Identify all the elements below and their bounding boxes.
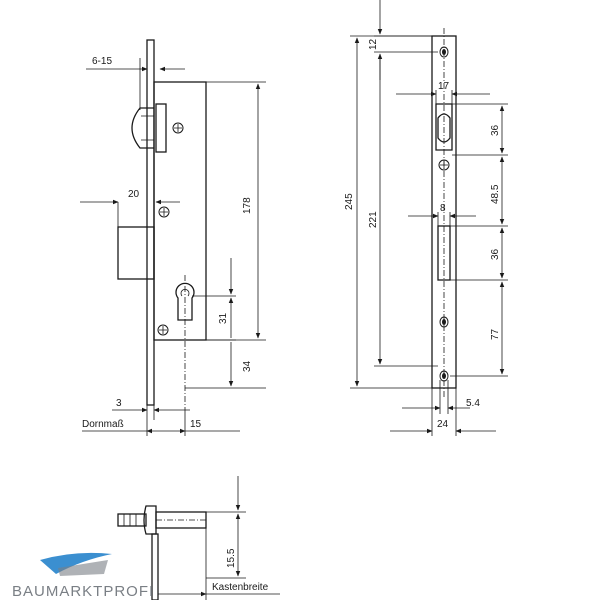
deadbolt (117, 226, 155, 280)
mounting-hole-icon (439, 370, 449, 382)
dim-77: 77 (490, 328, 501, 340)
dim-17: 17 (438, 81, 450, 92)
dim-8: 8 (440, 203, 446, 214)
dim-20: 20 (128, 189, 140, 200)
dim-6-15: 6-15 (92, 56, 112, 67)
support-plate (151, 533, 159, 600)
dim-36-top: 36 (490, 124, 501, 136)
screw-icon (438, 159, 450, 171)
dim-31: 31 (218, 312, 229, 324)
label-kastenbreite: Kastenbreite (212, 582, 269, 593)
dim-15: 15 (190, 419, 202, 430)
deadbolt-slot (437, 225, 451, 281)
cylinder-hole (175, 282, 195, 321)
label-dornmass: Dornmaß (82, 419, 124, 430)
faceplate (146, 39, 155, 406)
front-view: 12 245 221 17 36 48.5 36 77 8 5.4 (344, 0, 508, 436)
dim-34: 34 (242, 360, 253, 372)
latch-opening (435, 103, 453, 151)
logo: BAUMARKTPROFI (12, 552, 154, 600)
mounting-hole-icon (439, 46, 449, 58)
dim-12: 12 (368, 38, 379, 50)
pin-view: 15.5 Kastenbreite (117, 476, 280, 600)
mounting-hole-icon (439, 316, 449, 328)
logo-text: BAUMARKTPROFI (12, 583, 154, 600)
dim-221: 221 (368, 211, 379, 228)
latch-bolt (131, 107, 154, 149)
screw-icon (158, 206, 170, 218)
pin-shaft (117, 513, 147, 527)
lock-case (153, 81, 207, 341)
dim-178: 178 (242, 197, 253, 214)
screw-icon (157, 324, 169, 336)
screw-icon (172, 122, 184, 134)
side-view: 6-15 20 178 31 34 3 Dornmaß 15 (80, 39, 266, 436)
dim-36-bottom: 36 (490, 248, 501, 260)
dim-3: 3 (116, 398, 122, 409)
dim-48-5: 48.5 (490, 184, 501, 204)
dim-15-5: 15.5 (226, 548, 237, 568)
logo-swoosh-icon (40, 552, 112, 574)
dim-24: 24 (437, 419, 449, 430)
dim-5-4: 5.4 (466, 398, 480, 409)
dim-245: 245 (344, 193, 355, 210)
